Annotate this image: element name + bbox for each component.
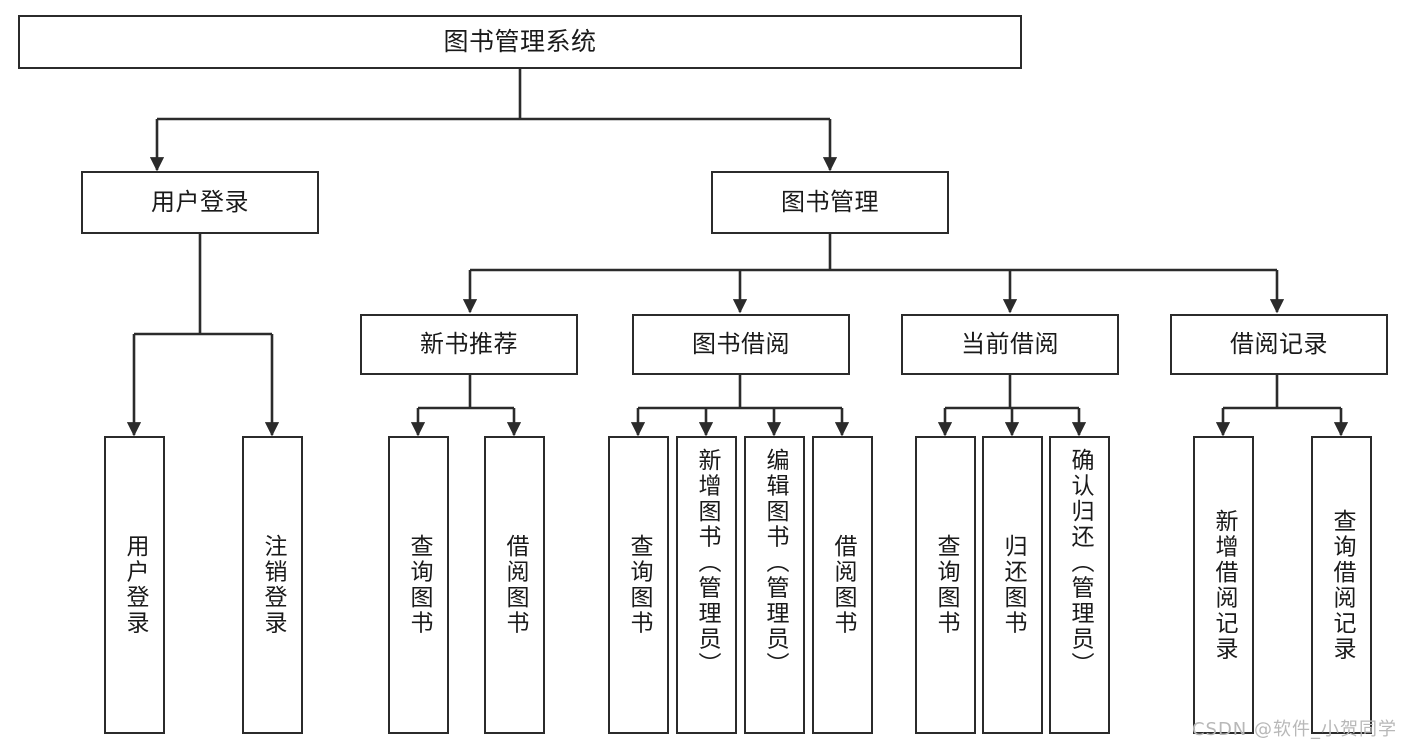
leaf-confirm-return[interactable]: 确认归还（管理员） xyxy=(1049,436,1110,734)
node-label: 图书管理 xyxy=(781,188,879,217)
node-label: 注销登录 xyxy=(260,534,286,636)
node-user-login[interactable]: 用户登录 xyxy=(81,171,319,234)
node-label: 查询借阅记录 xyxy=(1329,508,1355,662)
node-new-book-recommend[interactable]: 新书推荐 xyxy=(360,314,578,375)
node-label: 用户登录 xyxy=(151,188,249,217)
leaf-add-record[interactable]: 新增借阅记录 xyxy=(1193,436,1254,734)
node-label: 新增图书（管理员） xyxy=(694,448,720,678)
node-current-borrow[interactable]: 当前借阅 xyxy=(901,314,1119,375)
leaf-edit-book[interactable]: 编辑图书（管理员） xyxy=(744,436,805,734)
watermark-text: CSDN @软件_小贺同学 xyxy=(1191,719,1397,740)
node-label: 用户登录 xyxy=(122,534,148,636)
node-label: 图书管理系统 xyxy=(443,27,597,57)
leaf-user-login[interactable]: 用户登录 xyxy=(104,436,165,734)
node-label: 借阅图书 xyxy=(830,534,856,636)
node-label: 确认归还（管理员） xyxy=(1067,448,1093,678)
leaf-query-book-2[interactable]: 查询图书 xyxy=(608,436,669,734)
leaf-logout[interactable]: 注销登录 xyxy=(242,436,303,734)
node-book-borrow[interactable]: 图书借阅 xyxy=(632,314,850,375)
node-label: 查询图书 xyxy=(406,534,432,636)
node-label: 编辑图书（管理员） xyxy=(762,448,788,678)
node-label: 新书推荐 xyxy=(420,330,518,359)
node-borrow-record[interactable]: 借阅记录 xyxy=(1170,314,1388,375)
leaf-borrow-book-2[interactable]: 借阅图书 xyxy=(812,436,873,734)
node-book-management[interactable]: 图书管理 xyxy=(711,171,949,234)
node-root-book-management-system[interactable]: 图书管理系统 xyxy=(18,15,1022,69)
node-label: 当前借阅 xyxy=(961,330,1059,359)
node-label: 查询图书 xyxy=(933,534,959,636)
leaf-query-record[interactable]: 查询借阅记录 xyxy=(1311,436,1372,734)
leaf-return-book[interactable]: 归还图书 xyxy=(982,436,1043,734)
node-label: 归还图书 xyxy=(1000,534,1026,636)
leaf-query-book-1[interactable]: 查询图书 xyxy=(388,436,449,734)
leaf-add-book[interactable]: 新增图书（管理员） xyxy=(676,436,737,734)
node-label: 查询图书 xyxy=(626,534,652,636)
leaf-borrow-book-1[interactable]: 借阅图书 xyxy=(484,436,545,734)
node-label: 借阅图书 xyxy=(502,534,528,636)
leaf-query-book-3[interactable]: 查询图书 xyxy=(915,436,976,734)
node-label: 新增借阅记录 xyxy=(1211,508,1237,662)
node-label: 图书借阅 xyxy=(692,330,790,359)
node-label: 借阅记录 xyxy=(1230,330,1328,359)
